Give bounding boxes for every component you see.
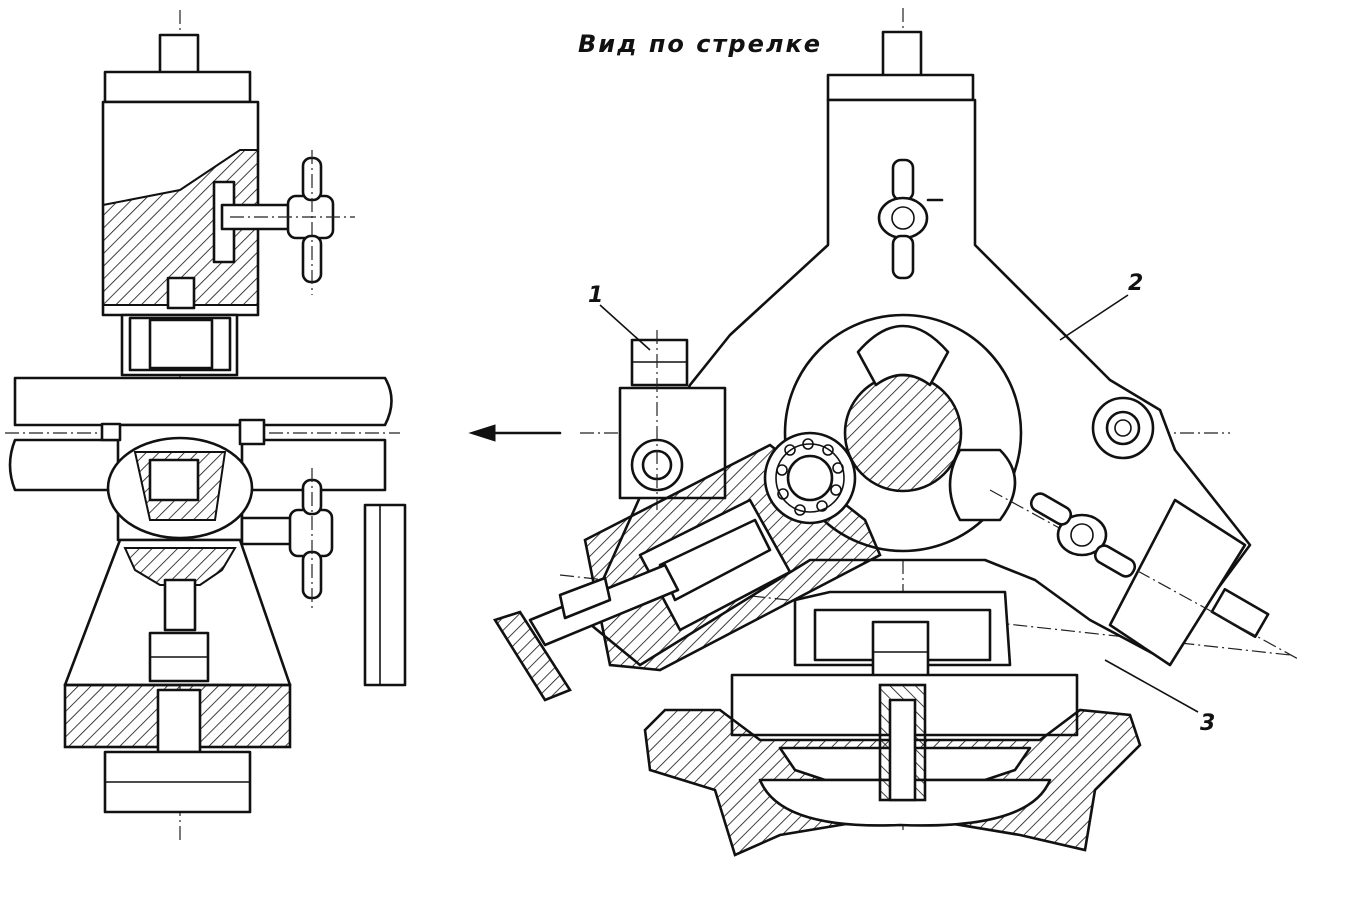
inclined-cylinder-assembly <box>493 431 882 702</box>
right-inclined-tube <box>989 489 1301 667</box>
callout-3: 3 <box>1104 659 1215 736</box>
callout-2: 2 <box>1059 271 1143 341</box>
view-caption: Вид по стрелке <box>578 30 822 58</box>
svg-text:1: 1 <box>588 283 603 308</box>
svg-text:2: 2 <box>1128 271 1143 296</box>
svg-text:3: 3 <box>1200 711 1215 736</box>
left-side-view <box>5 10 407 840</box>
callout-1: 1 <box>588 283 651 351</box>
view-direction-arrow <box>468 424 562 442</box>
upper-wing-screw <box>220 150 355 295</box>
lower-wing-screw <box>240 468 334 610</box>
right-front-view <box>493 8 1301 857</box>
top-column-wing-nut <box>877 158 944 280</box>
